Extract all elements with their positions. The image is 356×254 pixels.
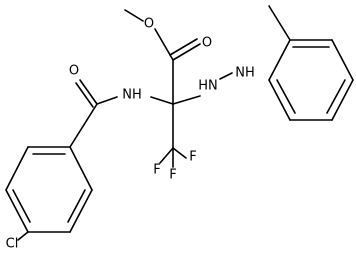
atom-cl: Cl	[6, 237, 19, 252]
bond-ring1-6	[69, 146, 93, 191]
bond-methyl-o	[124, 9, 144, 22]
bonds	[5, 5, 354, 241]
atom-f-bottom: F	[169, 168, 176, 183]
bond-quaternary-hn	[172, 95, 201, 105]
atom-nh-hydrazine: NH	[235, 66, 255, 81]
atom-nh-amide: NH	[122, 88, 142, 103]
bond-ring2-inner-3	[276, 79, 296, 114]
atom-f-right: F	[189, 150, 196, 165]
bond-carbonyl-double-2	[169, 38, 198, 56]
bond-ring-cl	[17, 231, 29, 241]
atom-o-carbonyl: O	[202, 36, 212, 51]
atom-hn-hydrazine: HN	[198, 79, 218, 94]
bond-ring1-inner-2	[12, 189, 31, 223]
bond-ring2-3	[331, 39, 354, 81]
bond-ring2-inner-2	[326, 79, 346, 114]
bond-ring2-4	[331, 79, 354, 121]
bond-carbonyl-double-1	[172, 43, 201, 61]
atom-f-left: F	[153, 163, 160, 178]
bond-ring1-3	[5, 189, 29, 233]
bond-ring1-5	[69, 189, 93, 233]
bond-amide-ring	[69, 103, 98, 148]
bond-hn-nh	[219, 72, 233, 80]
bond-cf3-f-right	[172, 147, 187, 159]
bond-cf3-f-left	[159, 147, 174, 164]
bond-ring2-methyl	[268, 5, 291, 41]
bond-ring1-inner-3	[67, 189, 86, 223]
bond-ring1-2	[5, 146, 29, 191]
bond-amide-double-1	[79, 79, 98, 105]
atom-labels: O O O NH HN NH F F F Cl	[6, 17, 255, 252]
bond-ring2-1	[268, 39, 291, 81]
atom-o-ester: O	[144, 17, 154, 32]
atom-o-amide: O	[69, 64, 79, 79]
bond-nh-amide-c	[96, 96, 118, 105]
bond-ring2-6	[268, 79, 291, 121]
bond-amide-double-2	[75, 82, 94, 108]
bond-quaternary-nh	[150, 96, 174, 105]
